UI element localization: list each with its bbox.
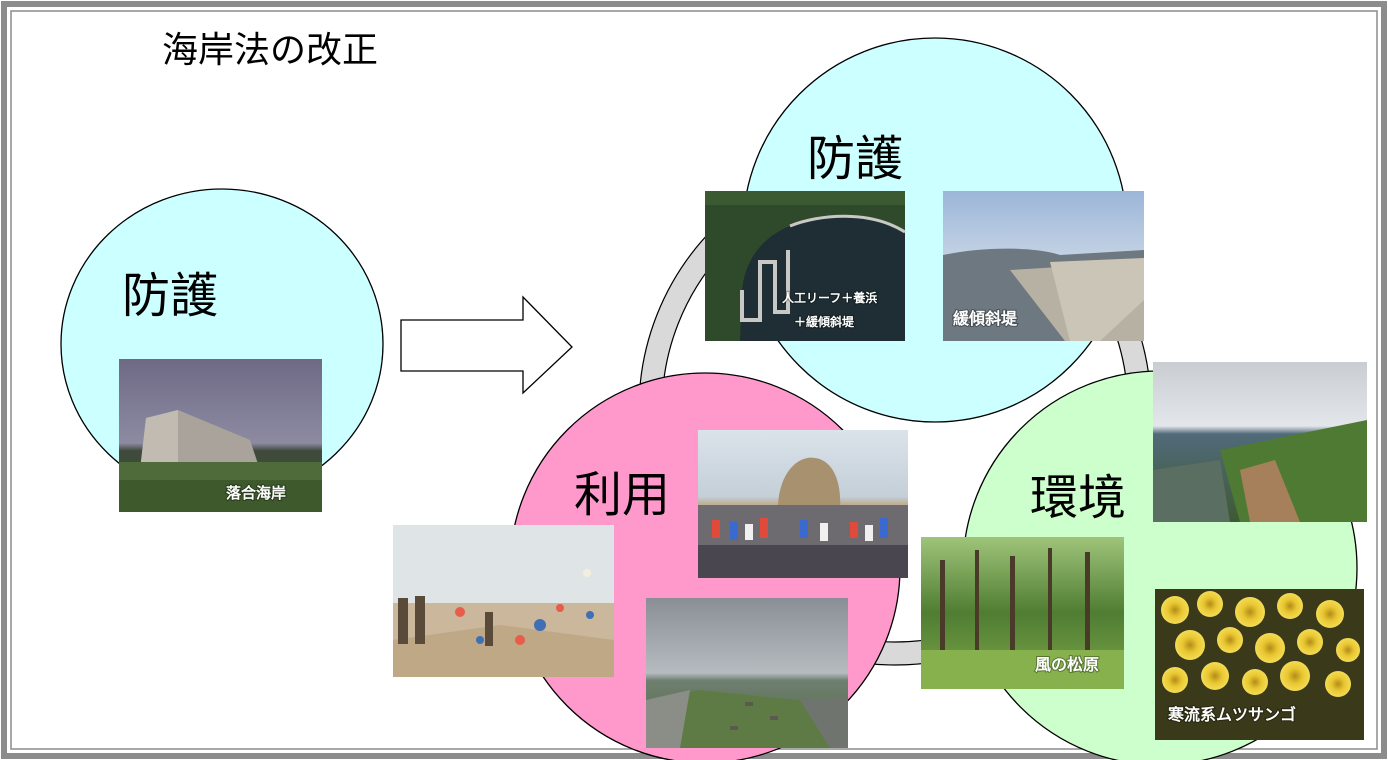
photo-caption-ochiai: 落合海岸	[226, 484, 286, 502]
photo-gentle-slope-levee: 緩傾斜堤	[943, 191, 1144, 341]
photo-caption-pine: 風の松原	[1035, 655, 1099, 674]
before-protection-label: 防護	[122, 268, 218, 324]
photo-crowded-beach	[393, 525, 614, 677]
photo-artificial-reef: 人工リーフ＋養浜 ＋緩傾斜堤	[705, 191, 906, 341]
protection-label: 防護	[807, 131, 903, 187]
photo-ochiai-coast: 落合海岸	[119, 359, 322, 512]
use-label: 利用	[574, 467, 670, 523]
photo-caption-reef-2: ＋緩傾斜堤	[794, 314, 855, 329]
photo-yellow-coral: 寒流系ムツサンゴ	[1155, 589, 1364, 740]
environment-label: 環境	[1030, 470, 1126, 526]
photo-caption-reef-1: 人工リーフ＋養浜	[782, 290, 877, 305]
right-arrow-icon	[400, 295, 573, 395]
photo-sand-festival	[698, 430, 908, 578]
photo-pine-forest: 風の松原	[921, 537, 1124, 689]
page-title: 海岸法の改正	[162, 30, 378, 71]
photo-caption-coral: 寒流系ムツサンゴ	[1167, 705, 1296, 724]
photo-coastal-cliff	[1153, 362, 1367, 522]
photo-caption-levee: 緩傾斜堤	[953, 309, 1018, 328]
photo-seaside-park	[646, 598, 848, 748]
